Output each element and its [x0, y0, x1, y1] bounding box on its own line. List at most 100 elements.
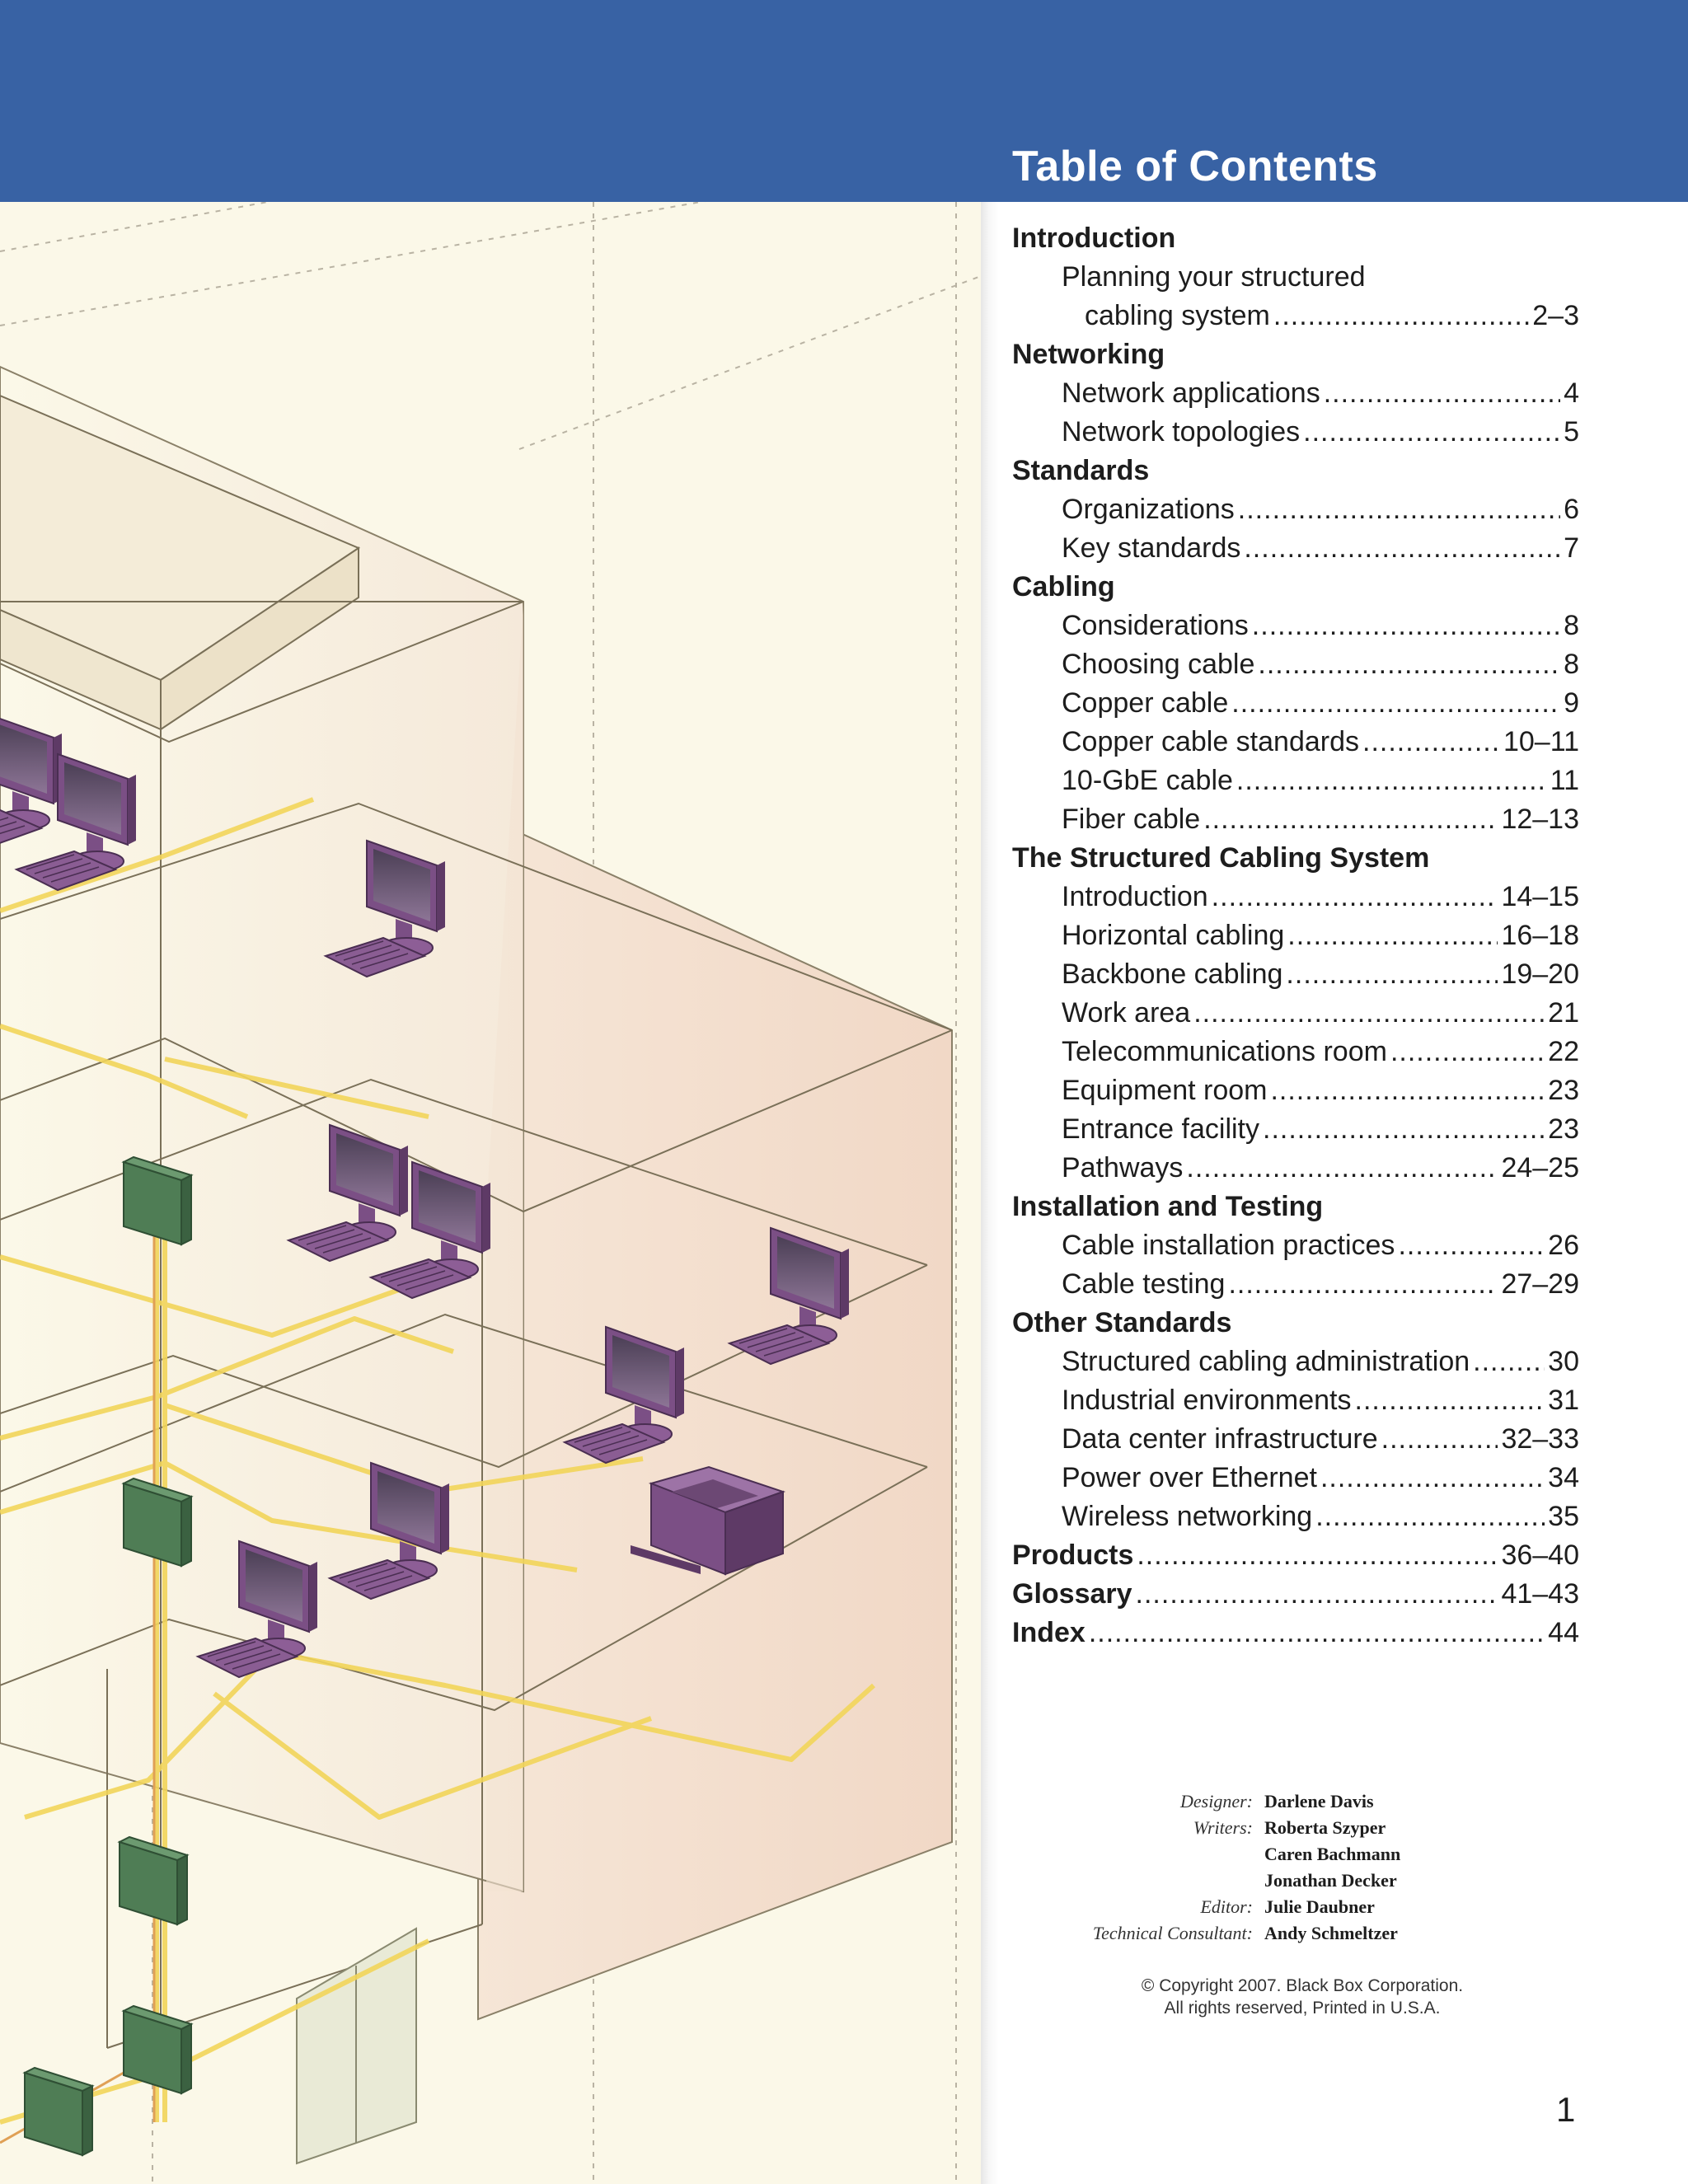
credit-name: Roberta Szyper — [1264, 1817, 1386, 1838]
page-title: Table of Contents — [1012, 143, 1378, 190]
toc-entry[interactable]: Key standards7 — [1012, 529, 1579, 568]
page-ref: 4 — [1564, 377, 1579, 409]
toc-entry[interactable]: Pathways24–25 — [1012, 1149, 1579, 1188]
credit-role: Designer: — [1180, 1791, 1253, 1811]
page-ref: 9 — [1564, 687, 1579, 719]
toc-entry[interactable]: Structured cabling administration30 — [1012, 1343, 1579, 1381]
toc-section-introduction[interactable]: Introduction — [1012, 223, 1176, 254]
leader-dots — [1238, 490, 1560, 529]
leader-dots — [1362, 723, 1500, 762]
page-ref: 44 — [1548, 1617, 1579, 1648]
leader-dots — [1398, 1226, 1545, 1265]
toc-entry[interactable]: 10-GbE cable11 — [1012, 762, 1579, 800]
leader-dots — [1258, 645, 1560, 684]
copyright-line: All rights reserved, Printed in U.S.A. — [1164, 1999, 1441, 2018]
toc-entry[interactable]: Horizontal cabling16–18 — [1012, 916, 1579, 955]
header-banner — [0, 0, 1688, 202]
page-ref: 6 — [1564, 494, 1579, 525]
page-ref: 12–13 — [1501, 804, 1579, 835]
leader-dots — [1203, 800, 1498, 839]
toc-entry[interactable]: Introduction14–15 — [1012, 878, 1579, 916]
page-ref: 22 — [1548, 1036, 1579, 1067]
toc-section-products[interactable]: Products36–40 — [1012, 1536, 1579, 1575]
leader-dots — [1231, 684, 1560, 723]
toc-entry[interactable]: Copper cable standards10–11 — [1012, 723, 1579, 762]
leader-dots — [1303, 413, 1560, 452]
page-ref: 16–18 — [1501, 920, 1579, 951]
leader-dots — [1390, 1033, 1545, 1071]
toc-entry[interactable]: Copper cable9 — [1012, 684, 1579, 723]
toc-section-standards[interactable]: Standards — [1012, 455, 1150, 486]
leader-dots — [1315, 1497, 1545, 1536]
page-ref: 41–43 — [1501, 1578, 1579, 1610]
page-number: 1 — [1556, 2090, 1576, 2129]
credit-name: Darlene Davis — [1264, 1791, 1374, 1811]
page-ref: 2–3 — [1532, 300, 1579, 331]
toc-section-cabling[interactable]: Cabling — [1012, 571, 1115, 602]
leader-dots — [1136, 1575, 1498, 1614]
page-ref: 34 — [1548, 1462, 1579, 1493]
copyright-notice: © Copyright 2007. Black Box Corporation.… — [1063, 1975, 1541, 2019]
credit-role: Technical Consultant: — [1092, 1923, 1253, 1943]
leader-dots — [1473, 1343, 1545, 1381]
table-of-contents: Introduction Planning your structured ca… — [1012, 219, 1579, 1652]
credit-name: Julie Daubner — [1264, 1896, 1375, 1917]
toc-entry[interactable]: Network topologies5 — [1012, 413, 1579, 452]
toc-entry[interactable]: Backbone cabling19–20 — [1012, 955, 1579, 994]
credit-name: Andy Schmeltzer — [1264, 1923, 1398, 1943]
page-ref: 30 — [1548, 1346, 1579, 1377]
leader-dots — [1263, 1110, 1545, 1149]
credit-role: Editor: — [1200, 1896, 1253, 1917]
page-ref: 32–33 — [1501, 1423, 1579, 1455]
page-ref: 23 — [1548, 1075, 1579, 1106]
credit-name: Jonathan Decker — [1264, 1870, 1397, 1891]
toc-entry[interactable]: Telecommunications room22 — [1012, 1033, 1579, 1071]
leader-dots — [1252, 607, 1560, 645]
toc-section-index[interactable]: Index44 — [1012, 1614, 1579, 1652]
page-ref: 19–20 — [1501, 958, 1579, 990]
toc-entry[interactable]: Network applications4 — [1012, 374, 1579, 413]
leader-dots — [1244, 529, 1560, 568]
leader-dots — [1212, 878, 1498, 916]
page-ref: 10–11 — [1503, 726, 1579, 757]
toc-entry[interactable]: Cable testing27–29 — [1012, 1265, 1579, 1304]
page-ref: 24–25 — [1501, 1152, 1579, 1183]
toc-entry[interactable]: Work area21 — [1012, 994, 1579, 1033]
toc-section-structured-cabling[interactable]: The Structured Cabling System — [1012, 842, 1430, 874]
page-ref: 26 — [1548, 1230, 1579, 1261]
page-ref: 11 — [1550, 765, 1579, 796]
page-ref: 23 — [1548, 1113, 1579, 1145]
toc-entry-line[interactable]: Planning your structured — [1062, 261, 1366, 293]
page-ref: 14–15 — [1501, 881, 1579, 912]
toc-entry[interactable]: Considerations8 — [1012, 607, 1579, 645]
leader-dots — [1320, 1459, 1545, 1497]
page-ref: 21 — [1548, 997, 1579, 1029]
page-ref: 27–29 — [1501, 1268, 1579, 1300]
leader-dots — [1236, 762, 1547, 800]
toc-entry[interactable]: Wireless networking35 — [1012, 1497, 1579, 1536]
leader-dots — [1270, 1071, 1545, 1110]
toc-entry[interactable]: Industrial environments31 — [1012, 1381, 1579, 1420]
credit-name: Caren Bachmann — [1264, 1844, 1401, 1864]
toc-entry[interactable]: Cable installation practices26 — [1012, 1226, 1579, 1265]
leader-dots — [1273, 297, 1529, 335]
toc-section-other-standards[interactable]: Other Standards — [1012, 1307, 1232, 1338]
page-ref: 5 — [1564, 416, 1579, 448]
toc-entry[interactable]: Data center infrastructure32–33 — [1012, 1420, 1579, 1459]
toc-section-networking[interactable]: Networking — [1012, 339, 1165, 370]
leader-dots — [1287, 916, 1498, 955]
toc-section-installation[interactable]: Installation and Testing — [1012, 1191, 1324, 1222]
leader-dots — [1228, 1265, 1498, 1304]
leader-dots — [1137, 1536, 1498, 1575]
toc-section-glossary[interactable]: Glossary41–43 — [1012, 1575, 1579, 1614]
toc-entry[interactable]: cabling system2–3 — [1012, 297, 1579, 335]
leader-dots — [1355, 1381, 1545, 1420]
toc-entry[interactable]: Organizations6 — [1012, 490, 1579, 529]
toc-entry[interactable]: Power over Ethernet34 — [1012, 1459, 1579, 1497]
toc-entry[interactable]: Fiber cable12–13 — [1012, 800, 1579, 839]
toc-entry[interactable]: Equipment room23 — [1012, 1071, 1579, 1110]
page-ref: 8 — [1564, 610, 1579, 641]
toc-entry[interactable]: Choosing cable8 — [1012, 645, 1579, 684]
page-ref: 35 — [1548, 1501, 1579, 1532]
toc-entry[interactable]: Entrance facility23 — [1012, 1110, 1579, 1149]
